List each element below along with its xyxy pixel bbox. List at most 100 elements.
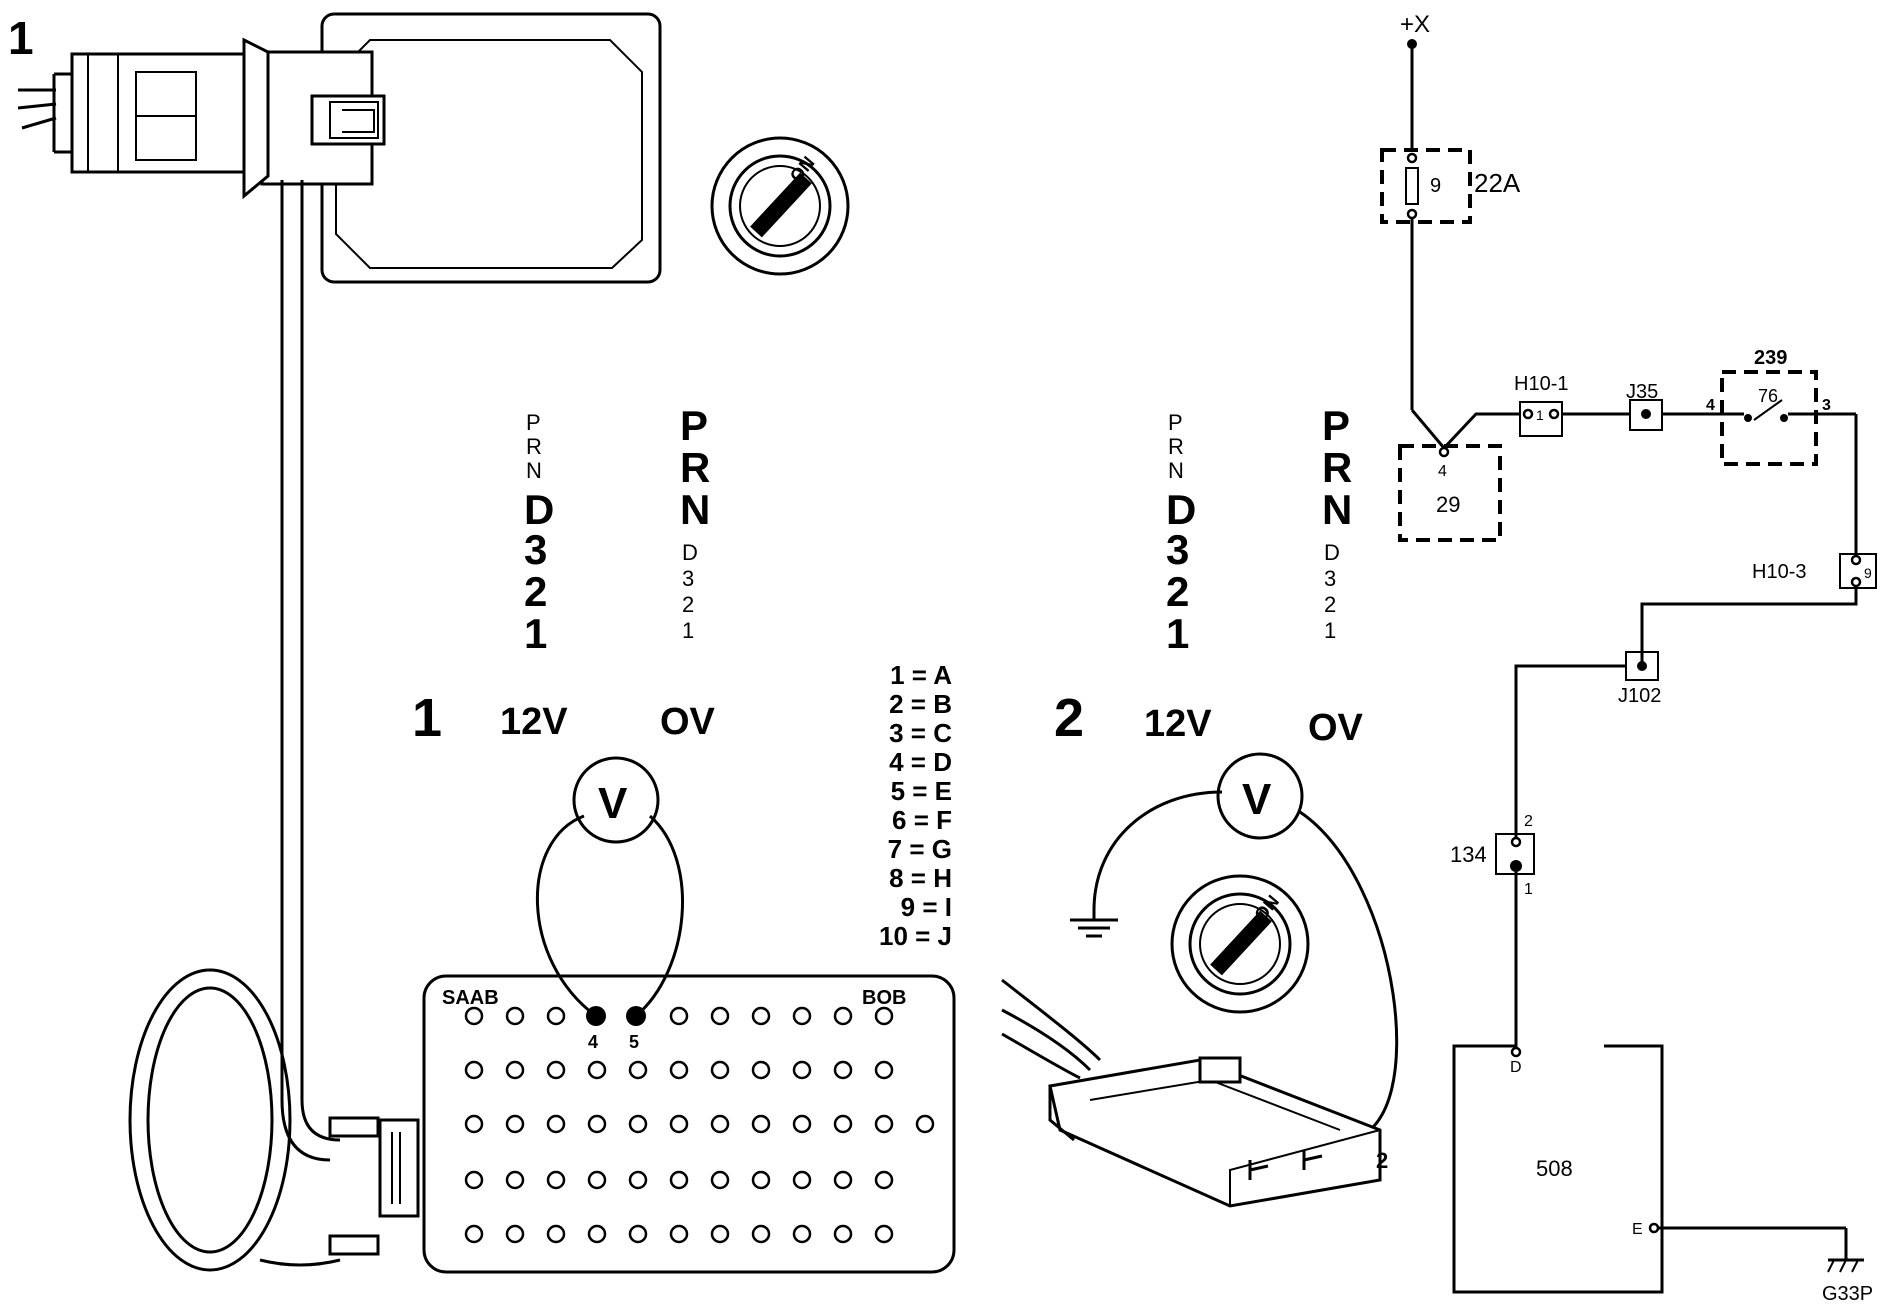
breakout-hole	[751, 1170, 771, 1190]
gear-positions-test-2: P R N D 3 2 1 P R N D 3 2 1	[1166, 402, 1352, 657]
gear-3-large: 3	[524, 526, 547, 573]
breakout-hole	[587, 1170, 607, 1190]
gear-3-small: 3	[682, 566, 694, 591]
gear-r-small: R	[526, 434, 542, 459]
breakout-hole	[505, 1170, 525, 1190]
module-508-box	[1452, 1044, 1664, 1294]
breakout-hole	[546, 1006, 566, 1026]
breakout-hole	[874, 1224, 894, 1244]
fuse-icon	[1405, 167, 1419, 205]
breakout-hole	[792, 1060, 812, 1080]
gear-d-small: D	[1324, 540, 1340, 565]
breakout-hole	[751, 1224, 771, 1244]
gear-r-small: R	[1168, 434, 1184, 459]
breakout-hole	[587, 1060, 607, 1080]
gear-1-small: 1	[682, 618, 694, 643]
conn-134-pin-bottom: 1	[1524, 881, 1533, 898]
breakout-hole	[546, 1060, 566, 1080]
breakout-hole	[833, 1006, 853, 1026]
breakout-hole	[505, 1224, 525, 1244]
supply-label: +X	[1400, 11, 1430, 38]
wiring-schematic: +X 9 22A 4 29 H10-1 1 J35 239 76 4 3	[1380, 11, 1877, 1305]
breakout-hole	[833, 1060, 853, 1080]
gear-n-large: N	[680, 486, 710, 533]
gear-p-small: P	[1168, 410, 1183, 435]
test-2: 2 12V OV V ON	[1001, 688, 1399, 1208]
gear-2-large: 2	[524, 568, 547, 615]
breakout-hole	[874, 1006, 894, 1026]
pin-map-3: 3 = C	[889, 718, 952, 748]
node-29-label: 29	[1436, 492, 1460, 517]
relay-number: 76	[1758, 386, 1778, 406]
conn-134-label: 134	[1450, 842, 1487, 867]
gear-n-small: N	[526, 458, 542, 483]
breakout-hole	[874, 1170, 894, 1190]
breakout-hole	[751, 1060, 771, 1080]
gear-1-small: 1	[1324, 618, 1336, 643]
gear-3-small: 3	[1324, 566, 1336, 591]
breakout-hole	[464, 1224, 484, 1244]
gear-r-large: R	[1322, 444, 1352, 491]
figure-number: 1	[8, 12, 34, 64]
breakout-hole	[669, 1114, 689, 1134]
j102-label: J102	[1618, 685, 1661, 707]
h10-3-label: H10-3	[1752, 561, 1806, 583]
test-1: 1 12V OV V SAAB BOB 4 5	[259, 688, 956, 1274]
relay-id: 239	[1754, 347, 1787, 369]
breakout-hole	[669, 1224, 689, 1244]
gear-r-large: R	[680, 444, 710, 491]
probe-pin-5	[626, 1006, 646, 1026]
breakout-hole	[505, 1114, 525, 1134]
breakout-hole	[587, 1114, 607, 1134]
pin-map-10: 10 = J	[879, 921, 952, 951]
breakout-hole	[874, 1060, 894, 1080]
breakout-hole	[546, 1224, 566, 1244]
gear-n-large: N	[1322, 486, 1352, 533]
h10-1-label: H10-1	[1514, 373, 1568, 395]
breakout-hole	[792, 1114, 812, 1134]
pin-map-6: 6 = F	[892, 805, 952, 835]
ground-icon	[1070, 910, 1118, 938]
gear-n-small: N	[1168, 458, 1184, 483]
breakout-hole	[915, 1114, 935, 1134]
test-1-right-reading: OV	[660, 701, 716, 743]
breakout-hole	[628, 1170, 648, 1190]
pin-map-8: 8 = H	[889, 863, 952, 893]
probe-pin-4-label: 4	[588, 1032, 598, 1052]
gear-2-large: 2	[1166, 568, 1189, 615]
breakout-box-name: BOB	[862, 987, 906, 1009]
breakout-hole	[546, 1114, 566, 1134]
test-2-right-reading: OV	[1308, 707, 1364, 749]
breakout-hole	[628, 1114, 648, 1134]
ground-icon	[1827, 1258, 1864, 1273]
gear-d-large: D	[1166, 486, 1196, 533]
breakout-hole	[751, 1114, 771, 1134]
breakout-hole	[505, 1060, 525, 1080]
gear-p-large: P	[680, 402, 708, 449]
gear-d-large: D	[524, 486, 554, 533]
fuse-box-label: 22A	[1474, 168, 1521, 198]
ignition-switch-icon: ON	[1170, 874, 1310, 1014]
breakout-hole	[710, 1006, 730, 1026]
voltmeter-symbol: V	[598, 779, 628, 828]
voltmeter-symbol: V	[1242, 775, 1272, 824]
pin-map-5: 5 = E	[891, 776, 952, 806]
voltmeter-icon	[572, 756, 660, 844]
gear-2-small: 2	[1324, 592, 1336, 617]
breakout-hole	[710, 1224, 730, 1244]
node-29-box	[1398, 444, 1502, 542]
pin-map-1: 1 = A	[890, 660, 952, 690]
gear-p-small: P	[526, 410, 541, 435]
breakout-hole	[792, 1170, 812, 1190]
gear-1-large: 1	[524, 610, 547, 657]
gear-p-large: P	[1322, 402, 1350, 449]
ignition-switch-icon: ON	[710, 136, 850, 276]
breakout-hole	[464, 1006, 484, 1026]
breakout-hole	[628, 1060, 648, 1080]
breakout-hole	[792, 1006, 812, 1026]
pin-map: 1 = A 2 = B 3 = C 4 = D 5 = E 6 = F 7 = …	[879, 660, 952, 951]
breakout-hole	[710, 1114, 730, 1134]
gear-3-large: 3	[1166, 526, 1189, 573]
breakout-hole	[546, 1170, 566, 1190]
